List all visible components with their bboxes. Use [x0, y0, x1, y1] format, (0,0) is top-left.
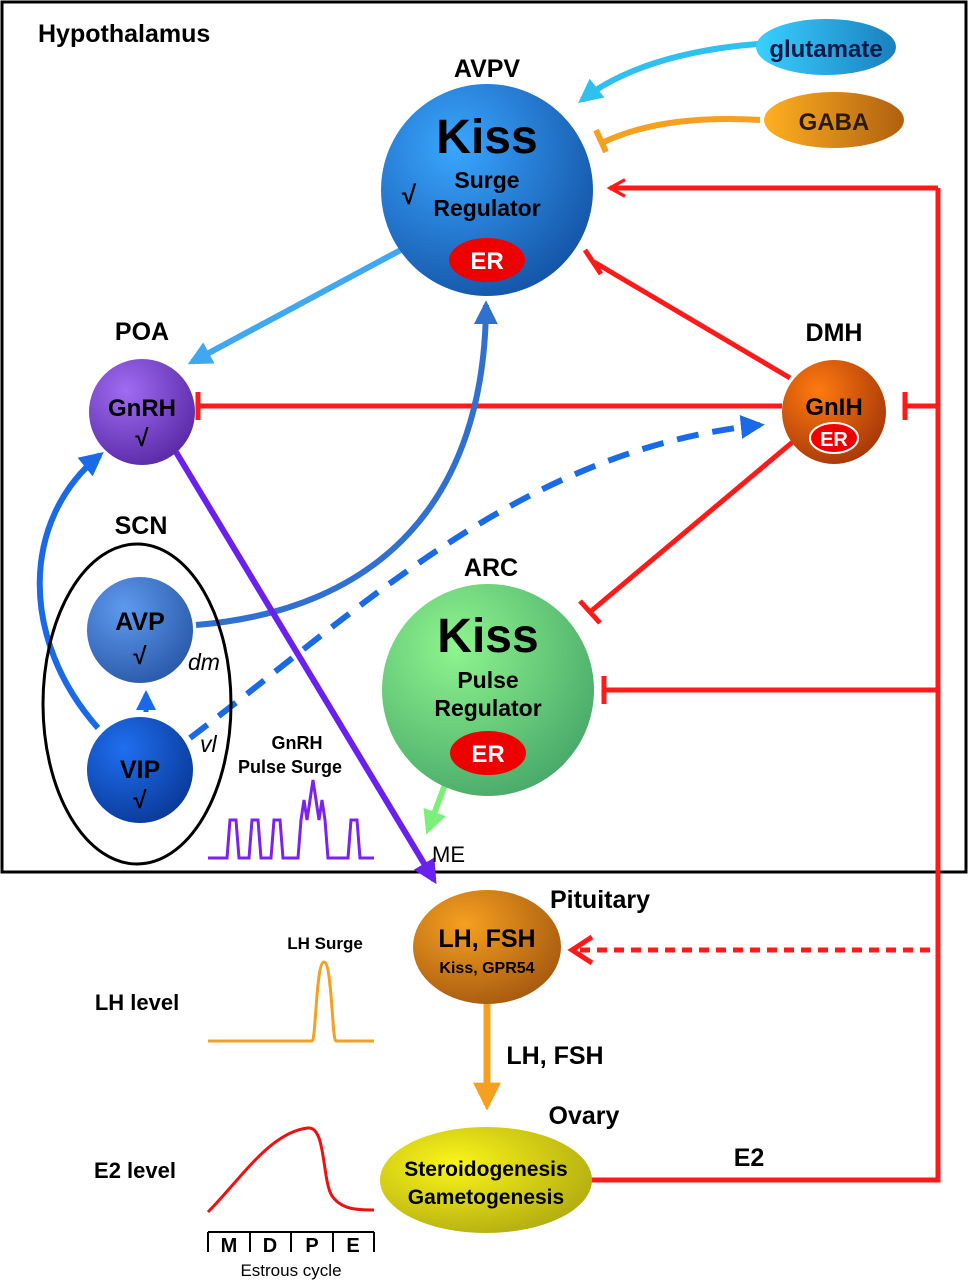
poa-gnrh-label: GnRH [108, 395, 176, 422]
arc-top-inhibition-bar [578, 599, 602, 625]
dmh-er-badge [809, 422, 859, 454]
vip-rhythm-icon: √ [133, 787, 147, 814]
e2-to-pituitary-arrowhead [567, 934, 594, 966]
dmh-gnih-label: GnIH [805, 394, 862, 421]
gaba-node [764, 92, 904, 148]
estrous-stage-p: P [305, 1235, 318, 1257]
arc-sub1-label: Pulse [457, 667, 518, 693]
avpv-node [381, 84, 593, 296]
glutamate-to-avpv-arrow [578, 41, 759, 103]
hypothalamus-title: Hypothalamus [38, 20, 210, 48]
estrous-stage-d: D [263, 1235, 277, 1257]
estrous-caption: Estrous cycle [240, 1261, 341, 1280]
avp-to-avpv-arrow [195, 300, 498, 628]
avpv-to-gnrh-arrow [187, 242, 412, 365]
pituitary-output-label: LH, FSH [506, 1042, 603, 1070]
avpv-er-label: ER [470, 248, 503, 275]
arc-er-label: ER [471, 741, 504, 768]
gaba-to-avpv-inhibition [602, 116, 761, 145]
gnih-to-arc-inhibition [588, 438, 797, 614]
gnrh-pulse-surge-waveform [208, 779, 374, 860]
gnrh-pattern-line2: Pulse Surge [238, 757, 342, 777]
gnih-to-avpv-inhibition [592, 259, 792, 381]
avpv-er-badge [449, 238, 525, 282]
dmh-node [782, 360, 886, 464]
gaba-label: GABA [799, 109, 870, 136]
avpv-region-label: AVPV [454, 55, 521, 83]
lh-surge-label: LH Surge [287, 934, 363, 953]
avpv-kiss-label: Kiss [436, 111, 537, 164]
arc-node [382, 584, 594, 796]
vip-to-gnih-dashed-arrow [188, 415, 765, 741]
scn-region-label: SCN [115, 512, 168, 540]
gnrh-pattern-line1: GnRH [272, 733, 323, 753]
avpv-inhibition-bar [582, 248, 604, 276]
poa-rhythm-icon: √ [135, 425, 149, 452]
e2-level-curve [206, 1126, 375, 1214]
estrous-stage-m: M [221, 1235, 238, 1257]
e2-trunk-line [590, 188, 941, 1183]
arc-er-badge [450, 731, 526, 775]
scn-boundary [41, 542, 233, 866]
lh-level-label: LH level [95, 990, 179, 1015]
arc-kiss-label: Kiss [437, 610, 538, 663]
e2-feedback-lines [590, 188, 941, 1183]
avp-label: AVP [115, 608, 165, 636]
scn-dm-label: dm [188, 649, 220, 675]
dmh-er-label: ER [820, 429, 848, 451]
dmh-region-label: DMH [806, 319, 863, 347]
scn-vl-label: vl [200, 731, 218, 757]
vip-node [87, 717, 193, 823]
arc-region-label: ARC [464, 554, 518, 582]
me-label: ME [432, 842, 465, 867]
avpv-rhythm-icon: √ [402, 180, 417, 210]
ovary-line2-label: Gametogenesis [408, 1186, 564, 1209]
hypothalamus-box [0, 0, 968, 874]
pituitary-lh-fsh-label: LH, FSH [438, 925, 535, 953]
avp-node [87, 577, 193, 683]
ovary-node [380, 1127, 592, 1233]
gnrh-to-pituitary-arrow [173, 450, 437, 885]
ovary-region-label: Ovary [549, 1102, 620, 1130]
avpv-sub2-label: Regulator [433, 195, 540, 221]
poa-region-label: POA [115, 318, 169, 346]
arc-to-me-arrow [423, 780, 449, 835]
estrous-stage-e: E [346, 1235, 359, 1257]
e2-level-label: E2 level [94, 1158, 176, 1183]
ovary-line1-label: Steroidogenesis [404, 1158, 567, 1181]
arc-sub2-label: Regulator [434, 695, 541, 721]
gaba-inhibition-bar [593, 128, 609, 154]
estrous-axis [207, 1231, 375, 1252]
pituitary-region-label: Pituitary [550, 886, 650, 914]
vip-label: VIP [120, 756, 160, 784]
avpv-sub1-label: Surge [454, 167, 519, 193]
vip-to-gnrh-arrow [36, 451, 104, 730]
glutamate-node [756, 19, 896, 75]
avp-rhythm-icon: √ [133, 643, 147, 670]
pituitary-node [413, 890, 561, 1004]
poa-node [89, 359, 195, 465]
e2-label: E2 [734, 1144, 765, 1172]
glutamate-label: glutamate [769, 36, 882, 63]
lh-level-curve [208, 960, 374, 1043]
pituitary-kiss-gpr54-label: Kiss, GPR54 [439, 960, 534, 977]
